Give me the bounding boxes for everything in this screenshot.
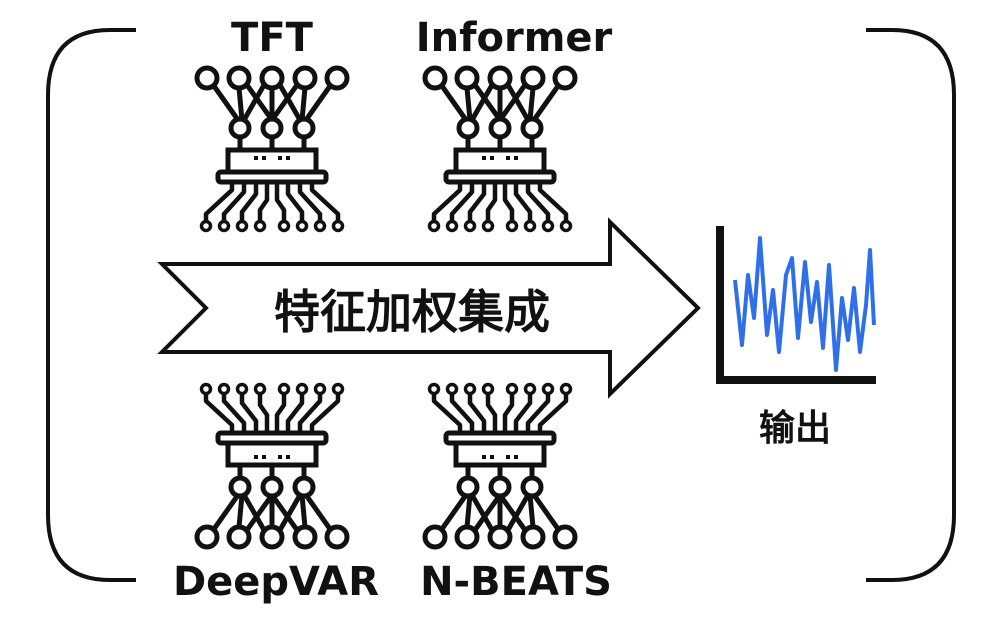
neural-chip-icon bbox=[425, 385, 575, 548]
model-label-informer: Informer bbox=[416, 15, 613, 61]
line-chart-icon bbox=[716, 226, 876, 384]
model-informer: Informer bbox=[416, 15, 613, 231]
output-label: 输出 bbox=[759, 408, 831, 449]
ensemble-arrow bbox=[157, 217, 701, 399]
model-label-tft: TFT bbox=[231, 15, 314, 61]
model-label-deepvar: DeepVAR bbox=[173, 559, 379, 605]
model-tft: TFT bbox=[197, 15, 347, 231]
neural-chip-icon bbox=[197, 385, 347, 548]
model-nbeats: N-BEATS bbox=[420, 385, 612, 605]
right-bracket bbox=[866, 28, 956, 582]
output-series bbox=[733, 236, 876, 372]
center-label: 特征加权集成 bbox=[274, 285, 550, 339]
neural-chip-icon bbox=[425, 68, 575, 231]
neural-chip-icon bbox=[197, 68, 347, 231]
model-label-nbeats: N-BEATS bbox=[420, 559, 612, 605]
left-bracket bbox=[46, 28, 136, 582]
model-deepvar: DeepVAR bbox=[173, 385, 379, 605]
